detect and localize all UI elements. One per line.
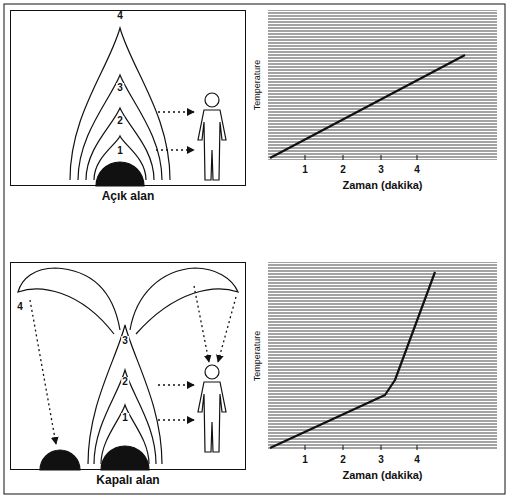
radiant-heat-arrow: [156, 112, 194, 150]
closed-fire: [18, 268, 238, 470]
callout-number: 2: [121, 377, 129, 387]
callout-number: 1: [121, 413, 129, 423]
callout-number: 3: [121, 336, 129, 346]
person-figure: [198, 365, 226, 452]
scene-panel: Açık alan: [10, 10, 246, 186]
panel-caption: Açık alan: [102, 190, 155, 203]
tick-label: 1: [301, 165, 309, 175]
tick-label: 4: [413, 165, 421, 175]
chart-panel: TemperatureZaman (dakika): [268, 10, 497, 160]
scene-panel: Kapalı alan: [10, 262, 246, 470]
tick-label: 2: [339, 455, 347, 465]
axis-tick: [305, 155, 417, 160]
callout-number: 2: [116, 116, 124, 126]
temperature-curve: [270, 55, 465, 158]
outer-frame: [4, 4, 505, 494]
open-fire: [70, 28, 170, 186]
tick-label: 1: [301, 455, 309, 465]
chart-ground: [268, 10, 497, 160]
axis-title: Temperature: [253, 60, 263, 111]
callout-number: 3: [116, 83, 124, 93]
axis-title: Zaman (dakika): [342, 469, 422, 481]
tick-label: 3: [377, 455, 385, 465]
person-figure: [198, 93, 226, 180]
chart-panel: TemperatureZaman (dakika): [268, 262, 497, 450]
temperature-curve: [270, 272, 435, 448]
axis-title: Zaman (dakika): [342, 179, 422, 191]
callout-number: 1: [116, 146, 124, 156]
axis-title: Temperature: [253, 331, 263, 382]
chart-ground: [268, 262, 497, 450]
callout-number: 4: [16, 302, 24, 312]
callout-number: 4: [116, 11, 124, 21]
tick-label: 3: [377, 165, 385, 175]
axis-tick: [305, 445, 417, 450]
tick-label: 2: [339, 165, 347, 175]
panel-caption: Kapalı alan: [96, 474, 159, 487]
tick-label: 4: [413, 455, 421, 465]
